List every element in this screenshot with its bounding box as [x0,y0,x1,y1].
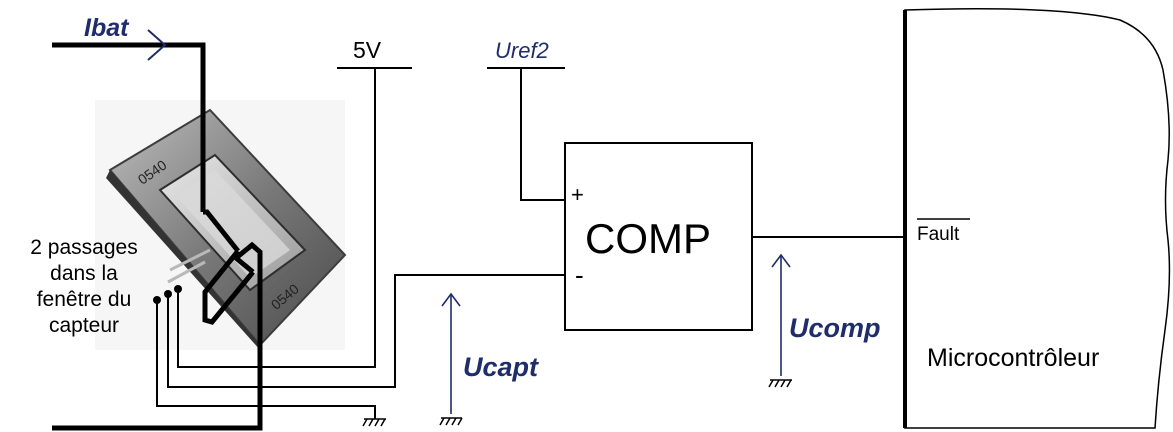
current-sensor-image: 0540 0540 [95,100,347,352]
sensor-note: 2 passages dans la fenêtre du capteur [4,235,164,339]
fault-signal-label: Fault [917,224,960,245]
output-wire [167,274,565,388]
sensor-note-line: dans la [50,262,118,285]
ground-icon-capt [439,417,463,426]
ground-icon-comp [768,379,792,388]
supply-wire [177,68,376,368]
sensor-note-line: 2 passages [30,236,138,259]
sensor-note-line: capteur [48,314,120,337]
supply-5v-label: 5V [353,37,382,63]
current-direction-arrow [147,29,167,61]
comparator-minus-label: - [575,260,584,290]
battery-current-conductor [52,42,263,431]
ucapt-label: Ucapt [463,352,539,382]
ucomp-label: Ucomp [789,313,881,343]
ground-icon-sensor [362,418,386,427]
ibat-label: Ibat [84,14,129,42]
uref2-wire [520,68,565,201]
comparator-box [564,142,753,331]
microcontroller-label: Microcontrôleur [927,344,1100,372]
ground-wire [156,300,376,419]
ground-symbols [362,379,792,427]
sensor-note-line: fenêtre du [36,288,132,311]
voltage-arrows [441,253,791,414]
comparator-title: COMP [585,215,711,262]
microcontroller-outline [904,8,1171,429]
signal-wires [156,67,905,419]
comparator-plus-label: + [571,182,584,207]
sensor-pins [153,285,182,304]
uref2-label: Uref2 [495,38,549,63]
